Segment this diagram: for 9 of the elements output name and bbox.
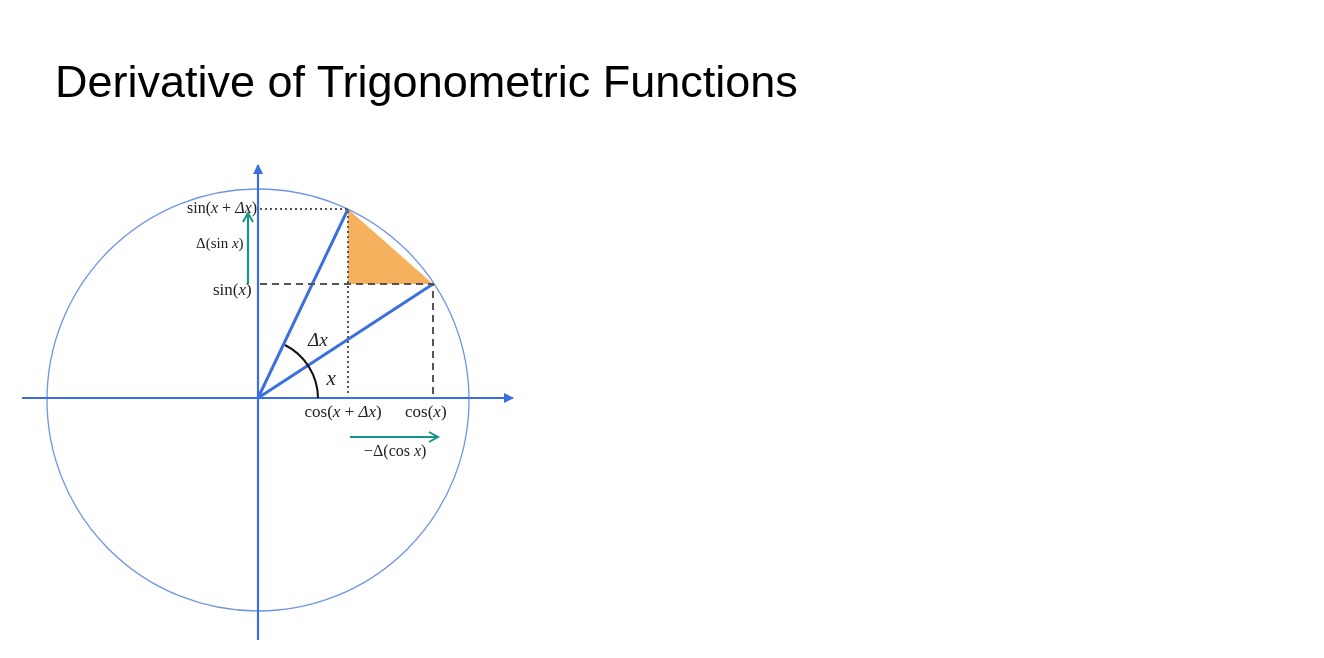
- angle-label: Δx: [308, 329, 328, 349]
- axis-label: cos(x): [405, 402, 447, 420]
- axis-label: cos(x + Δx): [304, 402, 382, 420]
- slide-title: Derivative of Trigonometric Functions: [55, 56, 798, 108]
- measure-label: Δ(sin x): [196, 235, 244, 251]
- angle-label: x: [326, 367, 336, 389]
- axis-label: sin(x + Δx): [187, 200, 257, 216]
- measure-label: −Δ(cos x): [364, 443, 427, 459]
- axis-label: sin(x): [213, 280, 252, 298]
